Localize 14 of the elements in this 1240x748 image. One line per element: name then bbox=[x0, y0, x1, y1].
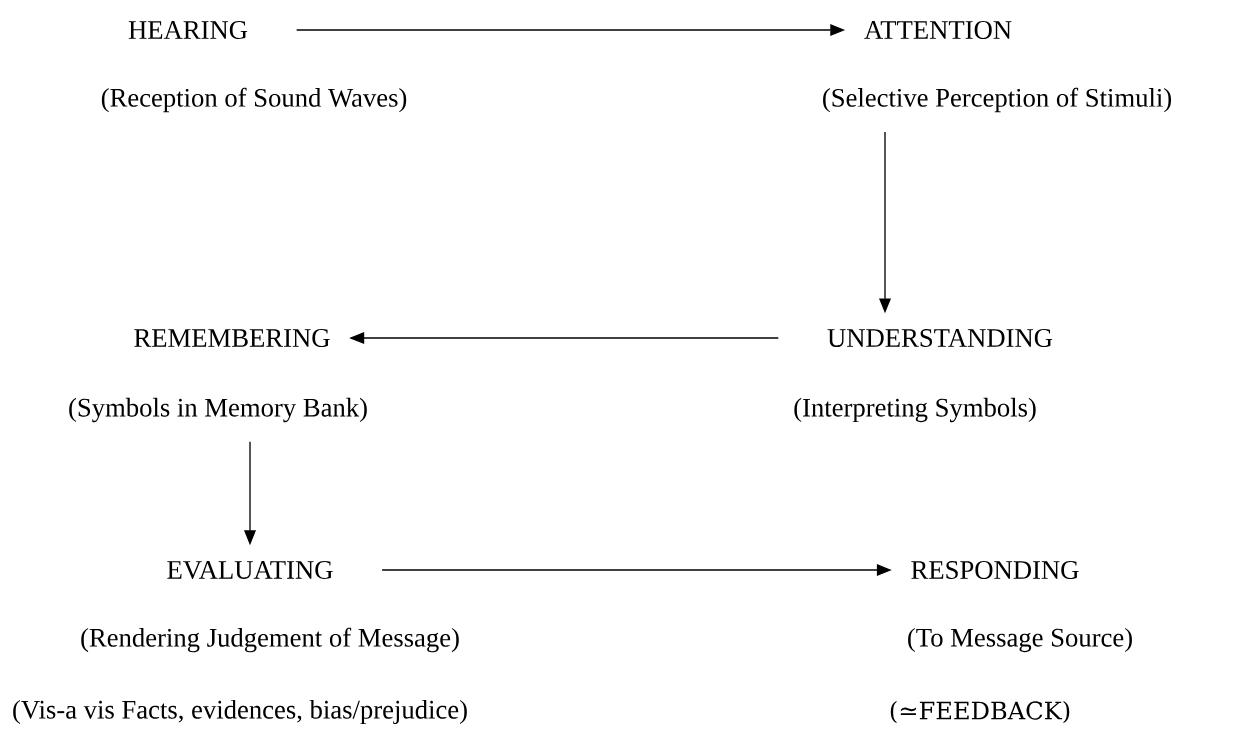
step-description: (≃FEEDBACK) bbox=[890, 700, 1070, 724]
step-heading: REMEMBERING bbox=[134, 329, 330, 347]
step-heading: HEARING bbox=[128, 21, 248, 39]
step-description: (To Message Source) bbox=[908, 627, 1132, 653]
step-heading: ATTENTION bbox=[864, 21, 1012, 39]
step-heading: UNDERSTANDING bbox=[827, 329, 1053, 347]
step-description: (Selective Perception of Stimuli) bbox=[823, 87, 1172, 113]
step-description: (Vis-a vis Facts, evidences, bias/prejudice) bbox=[13, 699, 467, 725]
step-description: (Interpreting Symbols) bbox=[794, 397, 1036, 423]
step-heading: EVALUATING bbox=[167, 561, 333, 580]
step-description: (Rendering Judgement of Message) bbox=[81, 627, 459, 653]
step-heading: RESPONDING bbox=[911, 561, 1079, 579]
step-description: (Reception of Sound Waves) bbox=[101, 87, 407, 113]
step-description: (Symbols in Memory Bank) bbox=[69, 397, 367, 423]
